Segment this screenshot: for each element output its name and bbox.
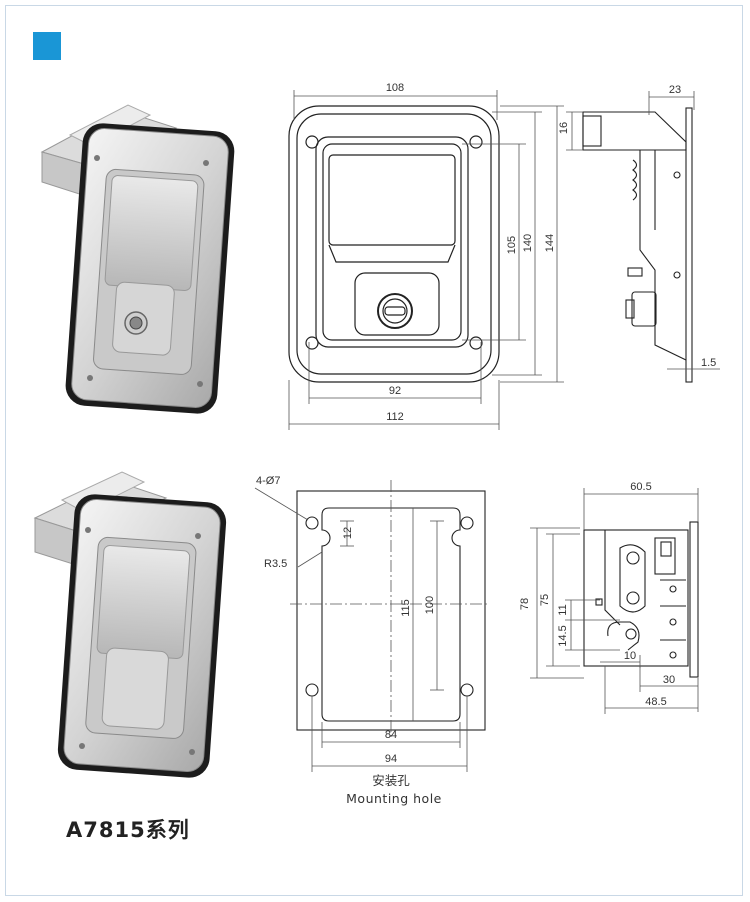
front-view-drawing: [288, 105, 500, 383]
mounting-hole-caption-cn: 安装孔: [372, 773, 410, 788]
dim-11: 11: [557, 604, 569, 615]
side-view-bottom-drawing: [583, 521, 699, 678]
side-view-top-dimensions: [566, 91, 720, 370]
page-border: [5, 5, 743, 896]
side-view-top-drawing: [582, 107, 693, 383]
dim-23: 23: [669, 84, 681, 96]
dim-1-5: 1.5: [701, 357, 716, 369]
dim-60-5: 60.5: [630, 481, 651, 493]
dim-12: 12: [342, 527, 354, 539]
dim-92: 92: [389, 385, 401, 397]
dim-75: 75: [539, 594, 551, 606]
dim-14-5: 14.5: [557, 625, 569, 646]
dim-16: 16: [558, 122, 570, 134]
dim-78: 78: [519, 598, 531, 610]
dim-140: 140: [522, 234, 534, 252]
dim-84: 84: [385, 729, 397, 741]
dim-30: 30: [663, 674, 675, 686]
dim-48-5: 48.5: [645, 696, 666, 708]
dim-4-holes: 4-Ø7: [256, 475, 280, 487]
mounting-hole-dimensions: [254, 480, 490, 772]
dim-105: 105: [506, 236, 518, 254]
dim-10: 10: [624, 650, 636, 662]
dim-r3-5: R3.5: [264, 558, 287, 570]
product-render-top: [40, 104, 235, 414]
dim-94: 94: [385, 753, 397, 765]
front-view-dimensions: [288, 90, 564, 430]
series-title: A7815系列: [66, 818, 190, 842]
brand-square-icon: [33, 32, 61, 60]
side-view-bottom-dimensions: [530, 488, 699, 714]
dim-100: 100: [424, 596, 436, 614]
dim-112: 112: [386, 411, 404, 423]
dim-115: 115: [400, 599, 412, 617]
dim-144: 144: [544, 234, 556, 252]
product-render-bottom: [33, 471, 227, 778]
mounting-hole-caption-en: Mounting hole: [346, 791, 442, 806]
dim-108: 108: [386, 82, 404, 94]
